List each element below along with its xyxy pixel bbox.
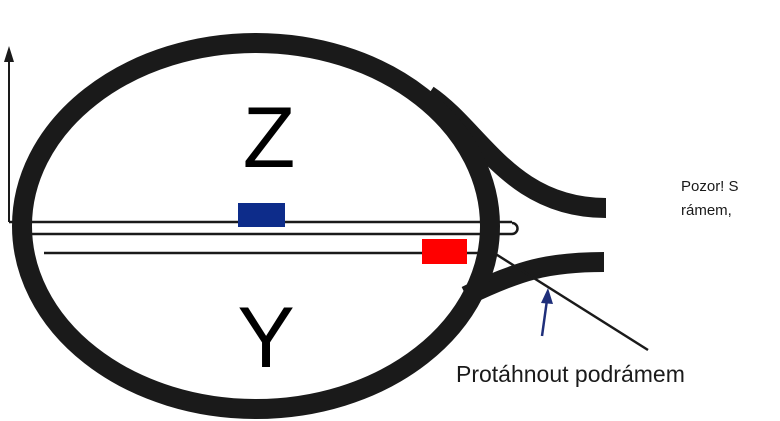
blue-arrow-head bbox=[541, 288, 553, 304]
vertical-axis-arrowhead bbox=[4, 46, 14, 62]
blue-marker bbox=[238, 203, 285, 227]
pointer-line bbox=[493, 251, 649, 352]
rounded-end-line bbox=[30, 221, 519, 236]
red-marker bbox=[422, 239, 467, 264]
instruction-caption: Protáhnout podrámem bbox=[456, 361, 685, 387]
region-label-z: Z bbox=[243, 90, 296, 186]
note-line-1: Pozor! S bbox=[681, 178, 739, 195]
ellipse-ring bbox=[12, 33, 500, 419]
note-line-2: rámem, bbox=[681, 202, 732, 219]
region-label-y: Y bbox=[237, 290, 294, 386]
upper-curve bbox=[422, 86, 607, 218]
blue-arrow-shaft bbox=[540, 299, 549, 337]
